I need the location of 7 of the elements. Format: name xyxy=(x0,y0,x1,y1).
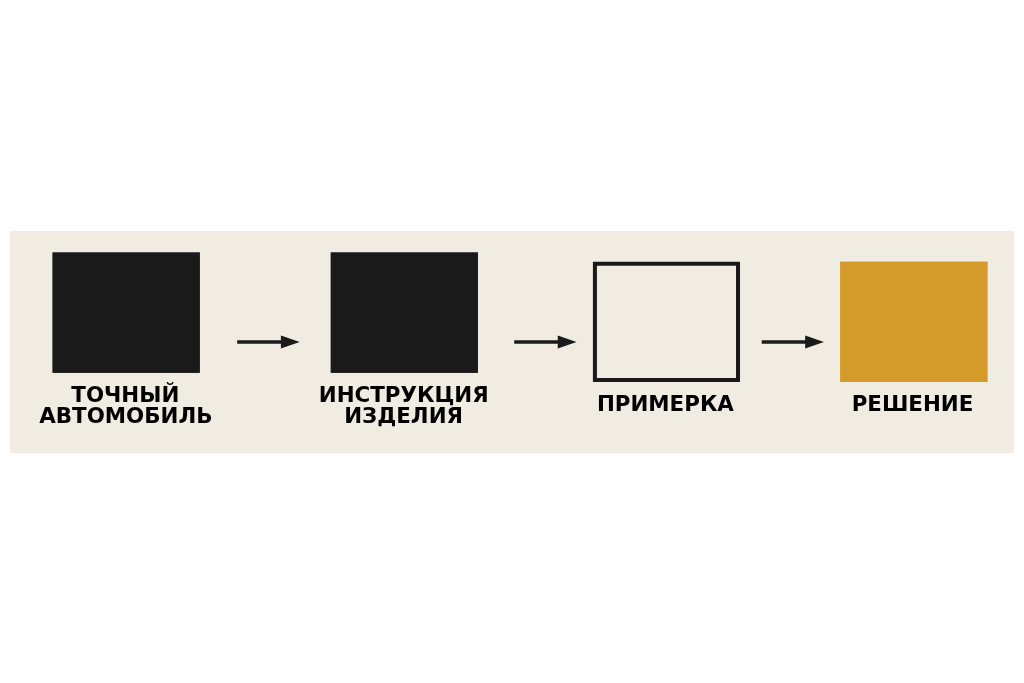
arrow xyxy=(237,334,300,349)
node-label: ПРИМЕРКА xyxy=(596,390,734,416)
node-label: ТОЧНЫЙ АВТОМОБИЛЬ xyxy=(39,381,213,428)
arrow xyxy=(514,334,577,349)
node-label: ИНСТРУКЦИЯ ИЗДЕЛИЯ xyxy=(318,381,489,428)
arrow xyxy=(761,334,824,349)
node-label: РЕШЕНИЕ xyxy=(851,390,974,416)
